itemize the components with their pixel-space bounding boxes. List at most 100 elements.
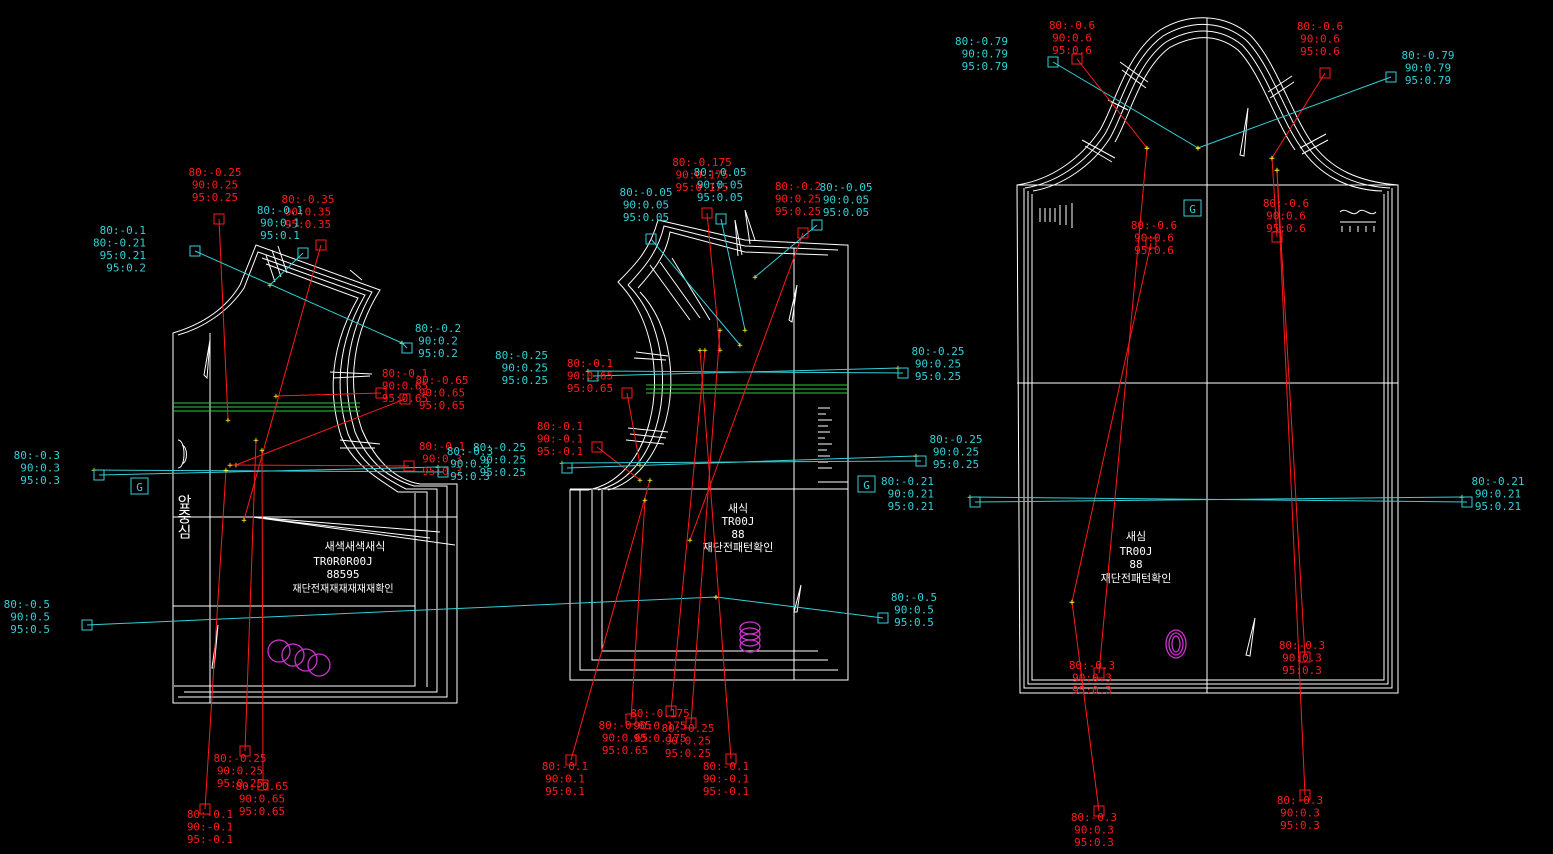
grade-tag-line: 80:-0.3 <box>1279 639 1325 652</box>
grade-leader-line <box>715 596 884 619</box>
grade-tag-line: 80:-0.25 <box>912 345 965 358</box>
grade-tag-line: 90:0.3 <box>20 462 60 475</box>
grade-tag[interactable]: 80:-0.590:0.595:0.5 <box>877 591 937 629</box>
grade-point-marker: + <box>713 593 719 603</box>
back-label-line-2: TR00J <box>721 515 754 528</box>
grade-point-marker: + <box>267 281 273 291</box>
grade-tag-line: 90:0.65 <box>239 793 285 806</box>
grade-tag[interactable]: 80:-0.390:0.395:0.3 <box>1279 639 1325 677</box>
grade-tag-line: 80:-0.79 <box>955 35 1008 48</box>
grade-tag-line: 90:-0.1 <box>537 433 583 446</box>
grade-tag-line: 95:0.175 <box>634 732 687 745</box>
grade-tag-line: 80:-0.6 <box>1131 219 1177 232</box>
grade-point-marker: + <box>717 346 723 356</box>
grade-tag-line: 90:0.25 <box>665 735 711 748</box>
grade-tag-line: 80:-0.5 <box>891 591 937 604</box>
grade-tag-line: 80:-0.1 <box>382 367 428 380</box>
grade-tag-box <box>1093 805 1105 817</box>
grade-tag[interactable]: 80:-0.190:0.195:0.1 <box>542 754 588 798</box>
grade-tag-line: 80:-0.1 <box>703 760 749 773</box>
grade-tag[interactable]: 80:-0.390:0.395:0.3 <box>1071 805 1117 849</box>
grade-tag[interactable]: 80:-0.690:0.695:0.6 <box>1297 20 1343 79</box>
grade-tag[interactable]: 80:-0.190:0.395:0.3 <box>403 440 465 478</box>
grade-tag-box <box>1093 667 1105 679</box>
front-grain-marker[interactable]: G <box>130 477 149 495</box>
grade-tag[interactable]: 80:-0.190:-0.195:-0.1 <box>537 420 603 458</box>
grade-tag[interactable]: 80:-0.390:0.395:0.3 <box>1277 789 1323 832</box>
back-grain-box <box>857 475 876 493</box>
grade-point-marker: + <box>233 461 239 471</box>
grade-tag-line: 95:0.2 <box>106 262 146 275</box>
grade-tag-line: 90:0.6 <box>1134 232 1174 245</box>
sleeve-cap-allowance-1 <box>1024 24 1391 189</box>
back-labels: 새식 TR00J 88 재단전패턴확인 <box>703 502 774 554</box>
grade-leader-line <box>1098 147 1148 674</box>
grade-tag-box <box>1461 496 1473 508</box>
grade-tag-line: 90:0.25 <box>775 193 821 206</box>
grade-tag[interactable]: 80:-0.290:0.295:0.2 <box>401 322 461 360</box>
back-notch-2 <box>793 584 802 613</box>
back-pattern-piece[interactable] <box>569 209 849 681</box>
front-stripe-pattern <box>177 439 187 469</box>
grade-tag-line: 90:0.05 <box>697 179 743 192</box>
grade-tag[interactable]: 80:-0.690:0.695:0.6 <box>1131 219 1177 257</box>
back-grain-marker[interactable]: G <box>857 475 876 493</box>
grade-tag-line: 80:-0.21 <box>1472 475 1525 488</box>
sleeve-pattern-piece[interactable] <box>1016 17 1399 694</box>
grade-tag-box <box>437 466 449 478</box>
grade-tag-line: 90:0.79 <box>1405 62 1451 75</box>
grade-tag[interactable]: 80:-0.190:0.195:0.1 <box>257 204 309 259</box>
sleeve-circle-marks <box>1165 629 1187 659</box>
front-seam-allowance-3 <box>265 263 428 687</box>
grade-tag[interactable]: 80:-0.190:-0.195:-0.1 <box>703 753 749 798</box>
grade-tag[interactable]: 80:-0.690:0.695:0.6 <box>1049 19 1095 65</box>
grade-tag-box <box>399 393 411 405</box>
grade-leader-line <box>244 439 257 752</box>
back-ticks <box>625 351 669 445</box>
grade-tag[interactable]: 80:-0.390:0.395:0.3 <box>1069 659 1115 697</box>
grade-tag-line: 90:0.3 <box>1072 672 1112 685</box>
grade-tag-line: 95:0.3 <box>422 465 462 478</box>
grade-tag-line: 80:-0.65 <box>236 780 289 793</box>
grade-tag[interactable]: 80:-0.590:0.595:0.5 <box>4 598 93 636</box>
grade-tag-line: 90:0.6 <box>1266 210 1306 223</box>
grade-leader-line <box>1071 601 1100 812</box>
sleeve-grain-marker[interactable]: G <box>1183 199 1202 217</box>
grade-tag-line: 80:-0.1 <box>100 224 146 237</box>
grade-tag[interactable]: 80:-0.390:0.395:0.3 <box>14 449 105 487</box>
grade-point-marker: + <box>637 476 643 486</box>
grade-tag-box <box>315 239 327 251</box>
grade-tag-line: 90:0.1 <box>545 773 585 786</box>
grade-tag[interactable]: 80:-0.690:0.695:0.6 <box>1263 197 1309 243</box>
grade-tag-box <box>877 612 889 624</box>
grade-tag[interactable]: 80:-0.190:-0.195:-0.1 <box>187 803 233 846</box>
grade-leader-line <box>690 329 721 724</box>
sleeve-cap-allowance-3 <box>1114 37 1296 151</box>
grade-tag[interactable]: 80:-0.390:0.395:0.3 <box>437 445 493 483</box>
